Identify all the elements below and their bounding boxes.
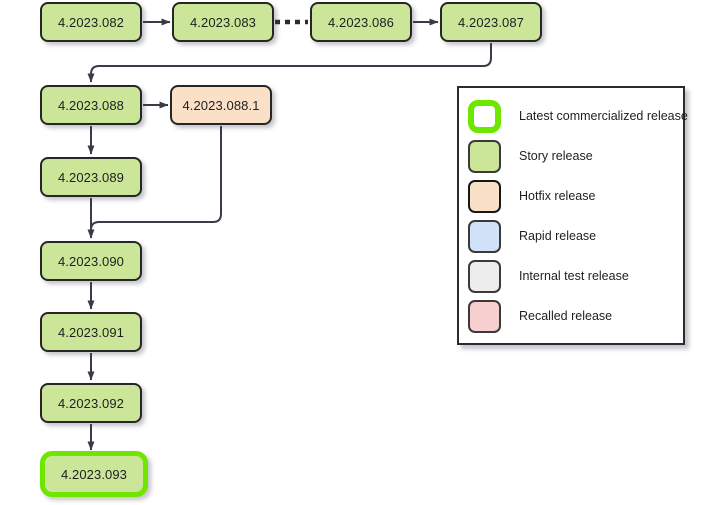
legend-item-story-release: Story release xyxy=(468,136,593,176)
legend-label-recalled: Recalled release xyxy=(519,309,613,323)
legend-item-hotfix-release: Hotfix release xyxy=(468,176,595,216)
legend-swatch-rapid-icon xyxy=(468,219,501,253)
legend-swatch-internal-icon xyxy=(468,259,501,293)
release-node-4-2023-088-1[interactable]: 4.2023.088.1 xyxy=(170,85,272,125)
legend-label-rapid: Rapid release xyxy=(519,229,597,243)
release-node-4-2023-088[interactable]: 4.2023.088 xyxy=(40,85,142,125)
legend-swatch-latest-icon xyxy=(468,99,501,133)
release-node-4-2023-089[interactable]: 4.2023.089 xyxy=(40,157,142,197)
legend-label-internal: Internal test release xyxy=(519,269,629,283)
legend-label-story: Story release xyxy=(519,149,593,163)
legend-swatch-recalled-icon xyxy=(468,299,501,333)
legend-label-hotfix: Hotfix release xyxy=(519,189,596,203)
legend-item-rapid-release: Rapid release xyxy=(468,216,596,256)
legend-panel: Latest commercialized release Story rele… xyxy=(457,86,688,345)
release-node-4-2023-083[interactable]: 4.2023.083 xyxy=(172,2,274,42)
legend-item-latest-commercialized-release: Latest commercialized release xyxy=(468,96,688,136)
legend-item-recalled-release: Recalled release xyxy=(468,296,612,336)
edge-087-088 xyxy=(87,43,492,83)
legend-swatch-story-icon xyxy=(468,139,501,173)
legend-label-latest: Latest commercialized release xyxy=(519,109,688,123)
legend-item-internal-test-release: Internal test release xyxy=(468,256,629,296)
release-node-4-2023-087[interactable]: 4.2023.087 xyxy=(440,2,542,42)
release-node-4-2023-092[interactable]: 4.2023.092 xyxy=(40,383,142,423)
release-node-4-2023-093[interactable]: 4.2023.093 xyxy=(40,451,148,497)
release-node-4-2023-086[interactable]: 4.2023.086 xyxy=(310,2,412,42)
release-node-4-2023-082[interactable]: 4.2023.082 xyxy=(40,2,142,42)
legend-swatch-hotfix-icon xyxy=(468,179,501,213)
release-node-4-2023-091[interactable]: 4.2023.091 xyxy=(40,312,142,352)
release-node-4-2023-090[interactable]: 4.2023.090 xyxy=(40,241,142,281)
